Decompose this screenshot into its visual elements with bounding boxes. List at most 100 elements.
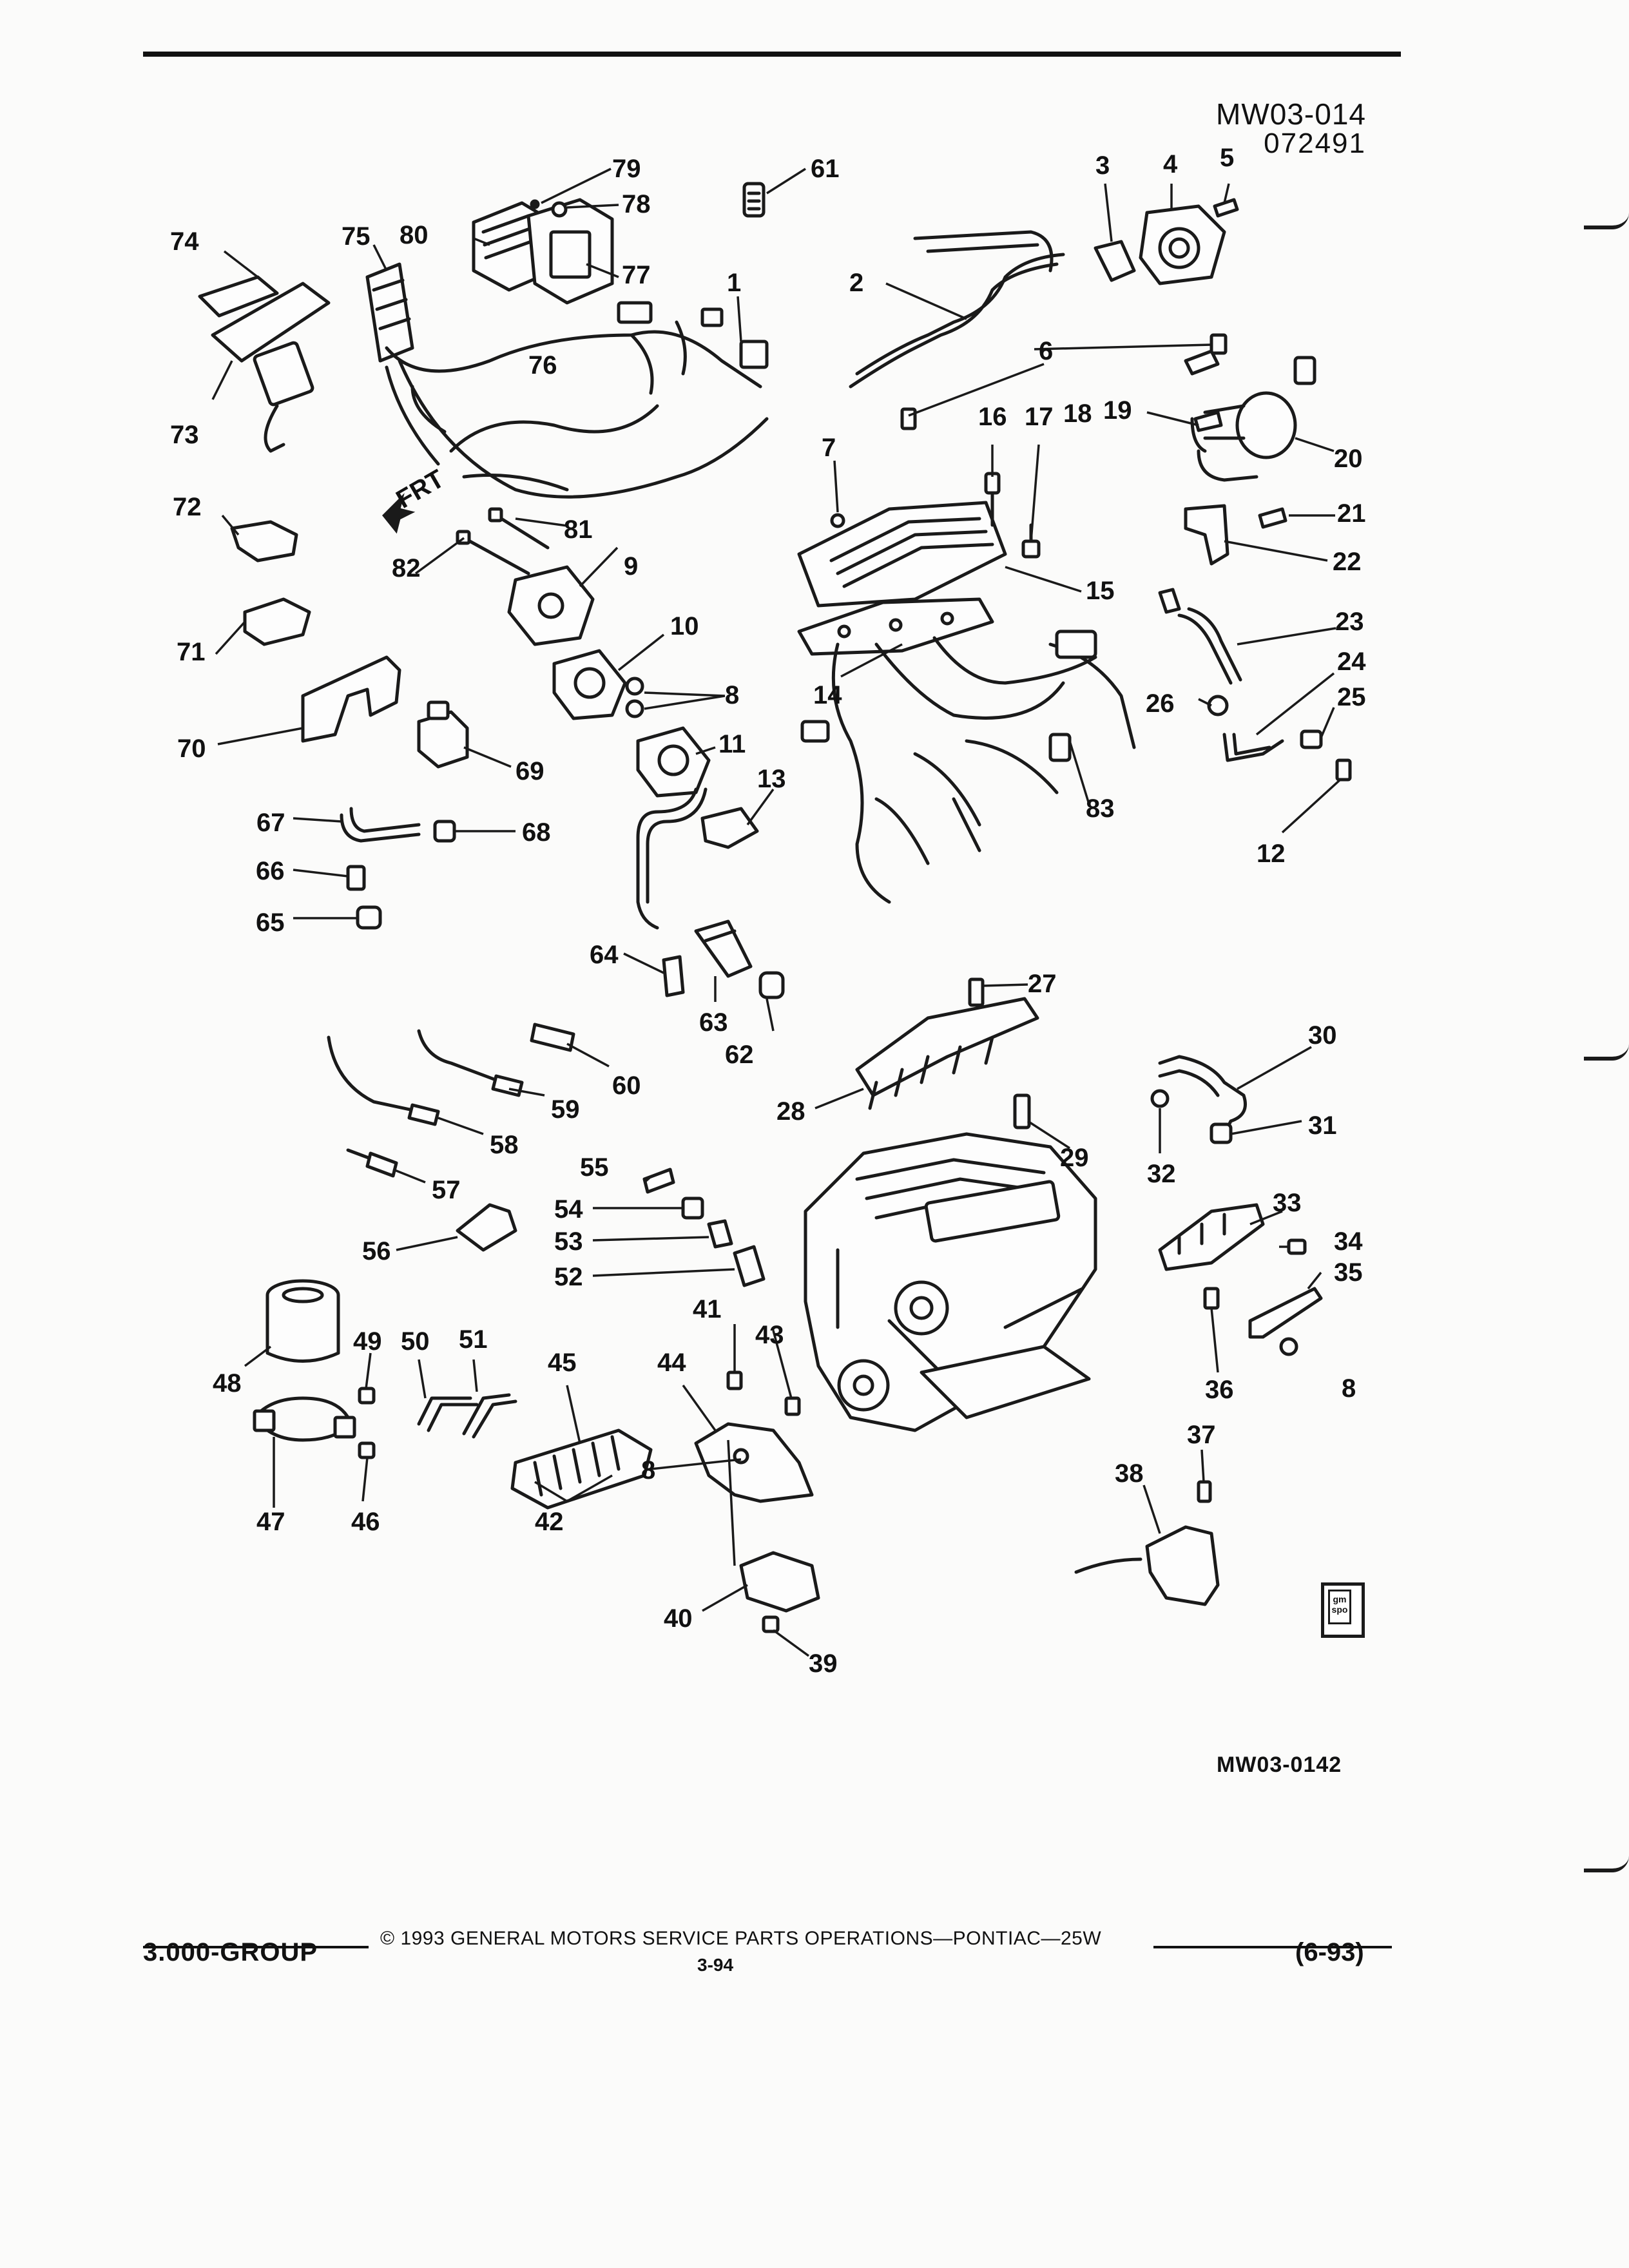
part-9-egr [507,565,595,646]
callout-6: 6 [1039,337,1053,365]
callout-7: 7 [822,434,836,462]
callout-15: 15 [1086,577,1115,605]
part-74-cover [198,275,279,318]
callout-55: 55 [580,1153,609,1182]
part-68-cap [433,820,456,843]
part-64-sensor [662,955,685,997]
part-40-bracket [739,1551,820,1613]
part-39-bolt [762,1615,780,1633]
part-65-grommet [356,905,382,930]
part-36-bolt [1203,1287,1220,1310]
part-3-gasket [1094,240,1136,282]
part-4-throttle-body [1139,204,1226,285]
callout-72: 72 [173,493,202,521]
part-73-bracket [211,282,331,453]
top-rule [143,52,1401,57]
callout-5: 5 [1220,144,1234,172]
part-77-module [526,198,614,305]
part-10-gasket [552,649,627,720]
callout-68: 68 [522,818,551,847]
part-2-fuel-lines [849,230,1065,389]
front-arrow-icon [381,493,416,534]
part-66-valve [346,865,366,891]
callout-45: 45 [548,1349,577,1377]
callout-50: 50 [401,1327,430,1356]
part-26-clamp [1158,588,1229,716]
callout-83: 83 [1086,794,1115,823]
callout-38: 38 [1115,1459,1144,1488]
callout-44: 44 [657,1349,686,1377]
callout-65: 65 [256,908,285,937]
footer-rule-left [143,1946,369,1948]
part-60-sensor [530,1023,575,1052]
callout-40: 40 [664,1604,693,1633]
callout-66: 66 [256,857,285,885]
part-82-81-bolts [456,507,550,575]
callout-41: 41 [693,1295,722,1323]
figure-code: MW03-0142 [1217,1753,1342,1777]
part-72-cover [230,520,298,562]
callout-25: 25 [1337,683,1366,711]
callout-2: 2 [849,269,863,297]
part-57-sensor [346,1148,398,1178]
callout-74: 74 [170,227,199,256]
part-34-bolt [1287,1238,1307,1255]
part-37-bolt [1197,1480,1212,1503]
footer-rule-right [1153,1946,1392,1948]
callout-54: 54 [554,1195,583,1224]
edge-mark-2 [1584,1044,1629,1061]
part-22-bracket [1184,504,1229,566]
footer-revision: (6-93) [1295,1938,1364,1966]
callout-8-b: 8 [1342,1374,1356,1403]
part-50-hose [417,1396,479,1432]
part-21-bolt [1258,507,1287,529]
part-67-hose [340,807,421,843]
part-14-gasket [797,597,994,656]
part-30-pipe [1158,1055,1247,1136]
part-harness-main [385,301,769,499]
callout-16: 16 [978,403,1007,431]
part-41-43-bolts [726,1370,801,1416]
callout-63: 63 [699,1008,728,1037]
part-25-clip [1300,729,1323,749]
callout-51: 51 [459,1325,488,1354]
callout-13: 13 [757,765,786,793]
part-24-pipe [1222,733,1284,762]
callout-70: 70 [177,735,206,763]
callout-36: 36 [1205,1376,1234,1404]
part-5-screw [1213,198,1239,218]
callout-57: 57 [432,1176,461,1204]
callout-26: 26 [1146,689,1175,718]
part-8-c [1279,1337,1298,1356]
callout-37: 37 [1187,1421,1216,1449]
leader-lines [211,168,1342,1657]
edge-mark-3 [1584,1856,1629,1872]
part-13-pipe [636,787,759,930]
callout-61: 61 [811,155,840,183]
part-15-plenum [797,501,1007,608]
part-7 [830,513,845,528]
part-51-hose [462,1393,517,1439]
part-53-sensor [707,1219,733,1249]
callout-62: 62 [725,1041,754,1069]
callout-60: 60 [612,1072,641,1100]
part-48-filter [265,1279,340,1363]
callout-32: 32 [1147,1160,1176,1188]
callout-48: 48 [213,1369,242,1398]
part-56-bracket [456,1203,517,1252]
part-69-solenoid [417,700,469,769]
callout-35: 35 [1334,1258,1363,1287]
callout-75: 75 [342,222,371,251]
callout-23: 23 [1335,608,1364,636]
part-59-sensor [417,1029,524,1097]
callout-59: 59 [551,1095,580,1124]
part-35-bracket [1248,1287,1323,1339]
callout-21: 21 [1337,499,1366,528]
callout-82: 82 [392,554,421,582]
callout-14: 14 [813,681,842,709]
callout-76: 76 [528,351,557,380]
footer-group: 3.000-GROUP [143,1938,318,1966]
illustration-date: 072491 [1264,128,1366,159]
part-20-regulator [1190,356,1316,482]
